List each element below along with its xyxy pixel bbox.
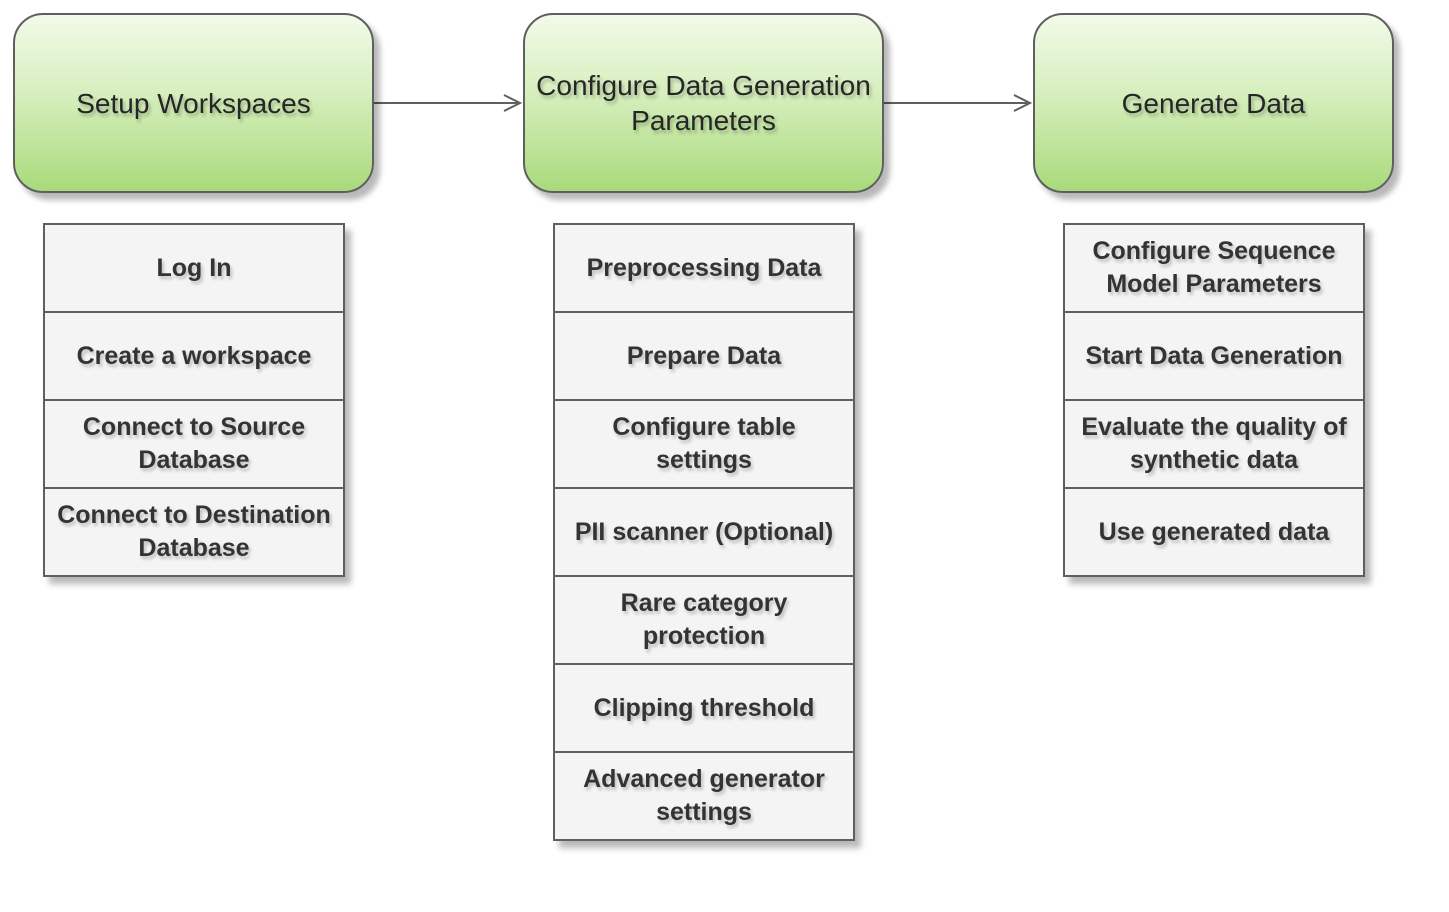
steps-generate-data: Configure Sequence Model Parameters Star… bbox=[1063, 223, 1365, 577]
step-prepare-data: Prepare Data bbox=[553, 311, 855, 401]
step-pii-scanner: PII scanner (Optional) bbox=[553, 487, 855, 577]
stage-generate-data: Generate Data bbox=[1033, 13, 1394, 193]
step-evaluate-quality: Evaluate the quality of synthetic data bbox=[1063, 399, 1365, 489]
step-clipping-threshold: Clipping threshold bbox=[553, 663, 855, 753]
step-preprocessing-data: Preprocessing Data bbox=[553, 223, 855, 313]
step-start-data-generation: Start Data Generation bbox=[1063, 311, 1365, 401]
arrow-configure-to-generate bbox=[884, 94, 1033, 112]
steps-setup-workspaces: Log In Create a workspace Connect to Sou… bbox=[43, 223, 345, 577]
step-rare-category-protection: Rare category protection bbox=[553, 575, 855, 665]
step-advanced-generator-settings: Advanced generator settings bbox=[553, 751, 855, 841]
stage-configure-parameters: Configure Data Generation Parameters bbox=[523, 13, 884, 193]
step-connect-destination-database: Connect to Destination Database bbox=[43, 487, 345, 577]
step-create-workspace: Create a workspace bbox=[43, 311, 345, 401]
step-configure-table-settings: Configure table settings bbox=[553, 399, 855, 489]
arrow-setup-to-configure bbox=[374, 94, 523, 112]
stage-title: Configure Data Generation Parameters bbox=[536, 70, 871, 136]
steps-configure-parameters: Preprocessing Data Prepare Data Configur… bbox=[553, 223, 855, 841]
stage-title: Generate Data bbox=[1121, 87, 1306, 119]
stage-title: Setup Workspaces bbox=[76, 87, 311, 119]
step-connect-source-database: Connect to Source Database bbox=[43, 399, 345, 489]
stage-setup-workspaces: Setup Workspaces bbox=[13, 13, 374, 193]
step-use-generated-data: Use generated data bbox=[1063, 487, 1365, 577]
step-configure-sequence-model: Configure Sequence Model Parameters bbox=[1063, 223, 1365, 313]
step-log-in: Log In bbox=[43, 223, 345, 313]
